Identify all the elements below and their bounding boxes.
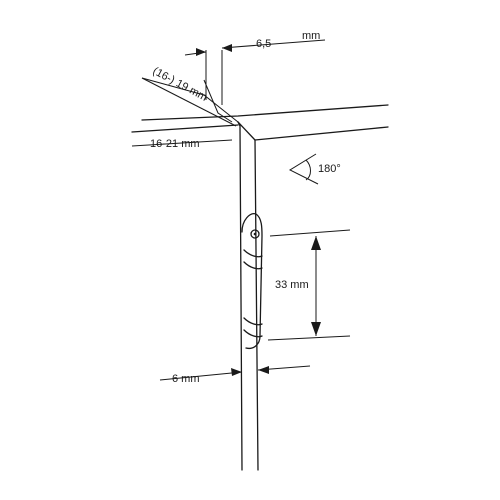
hinge-screw-center xyxy=(253,232,257,236)
frame-thickness-dim-line xyxy=(131,139,233,147)
door-thickness-dim-line xyxy=(141,77,237,127)
frame-panel-top-edge xyxy=(141,104,389,121)
arrow-icon xyxy=(311,322,321,336)
door-thickness-extension-2 xyxy=(203,79,233,123)
gap-dimension-line xyxy=(221,39,326,49)
frame-panel-front-edge-right xyxy=(254,126,389,141)
hinge-knuckle-low xyxy=(243,317,263,326)
hinge-screw xyxy=(250,229,260,239)
glass-dim-leader-left xyxy=(159,371,243,381)
frame-panel-front-edge xyxy=(131,124,239,133)
arrow-icon xyxy=(258,366,269,374)
gap-width-label: 6,5 xyxy=(256,38,271,50)
hinge-knuckle-mid xyxy=(243,261,263,270)
door-thickness-extension-1 xyxy=(141,77,239,123)
hinge-length-label: 33 mm xyxy=(275,279,309,291)
angle-arc-icon xyxy=(288,153,319,185)
opening-angle-label: 180° xyxy=(318,163,341,175)
glass-edge-left xyxy=(237,121,243,471)
frame-thickness-label: 16-21 mm xyxy=(150,138,200,150)
hinge-top-extension xyxy=(269,229,351,237)
hinge-top-cap xyxy=(241,213,263,350)
glass-top-corner xyxy=(237,121,256,141)
arrow-icon xyxy=(231,368,242,376)
glass-edge-right xyxy=(254,139,259,471)
hinge-bottom-extension xyxy=(267,335,351,341)
arrow-icon xyxy=(311,236,321,250)
hinge-knuckle-bottom xyxy=(243,329,263,338)
hinge-knuckle-top xyxy=(243,249,263,258)
gap-unit-label: mm xyxy=(302,30,320,42)
door-thickness-label: (16-) 19 mm xyxy=(151,65,210,104)
glass-thickness-label: 6 mm xyxy=(172,373,200,385)
arrow-icon xyxy=(222,44,232,52)
arrow-icon xyxy=(196,48,206,56)
